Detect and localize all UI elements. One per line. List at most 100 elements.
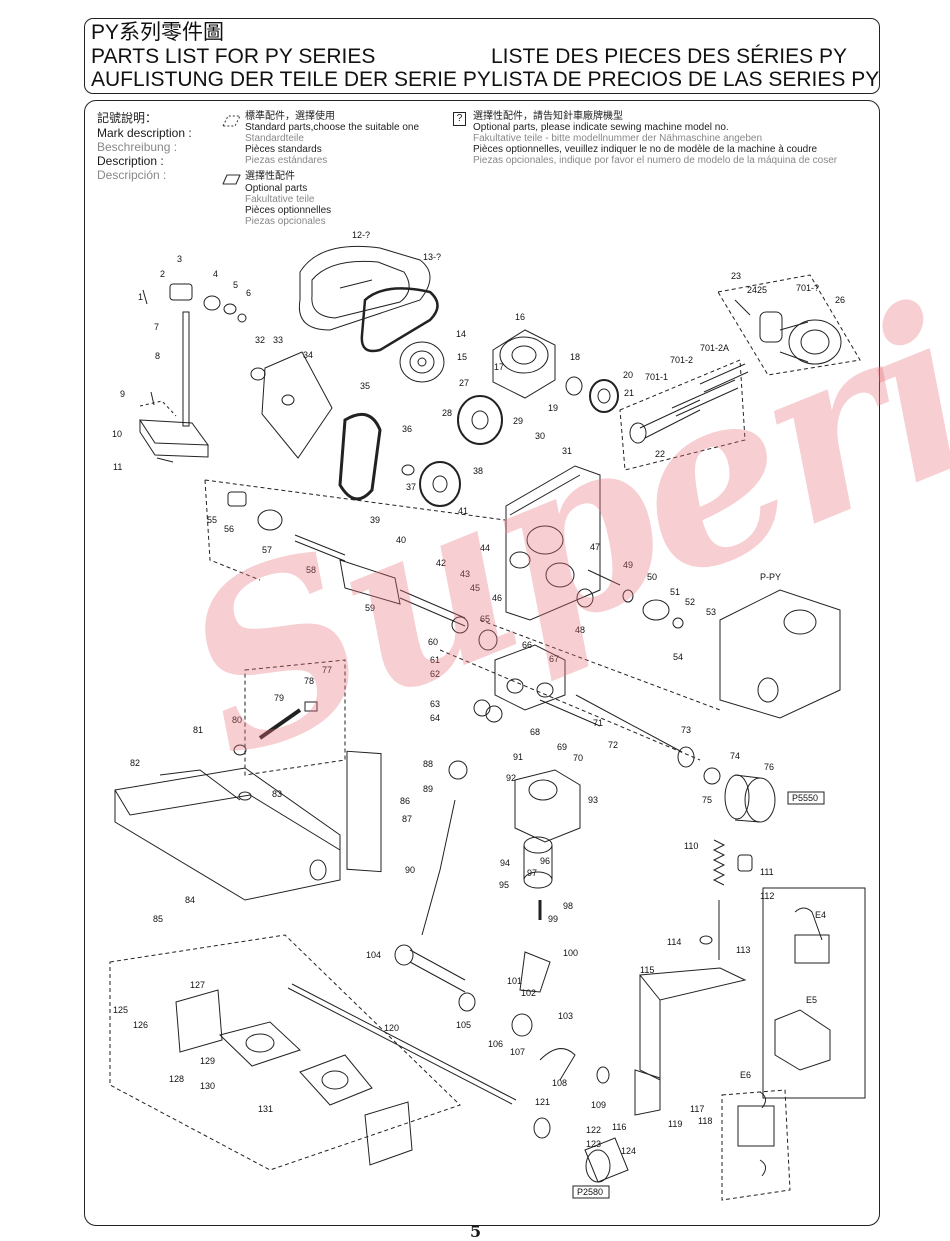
part-label-11: 11 — [113, 462, 122, 472]
part-label-110: 110 — [684, 841, 698, 851]
legend-optional-en: Optional parts — [245, 183, 308, 194]
part-label-17: 17 — [494, 362, 504, 372]
title-chinese: PY系列零件圖 — [91, 21, 225, 44]
p5550-text: P5550 — [792, 793, 818, 803]
roller-76 — [724, 774, 776, 823]
part-label-107: 107 — [510, 1047, 525, 1057]
part-label-102: 102 — [521, 988, 536, 998]
part-label-30: 30 — [535, 431, 545, 441]
part-label-21: 21 — [624, 388, 634, 398]
legend-standard-en: Standard parts,choose the suitable one — [245, 122, 420, 133]
part-label-58: 58 — [306, 565, 316, 575]
shaft-120 — [287, 987, 513, 1105]
part-label-94: 94 — [500, 858, 510, 868]
part-label-60: 60 — [428, 637, 438, 647]
p2580-text: P2580 — [577, 1187, 603, 1197]
part-label-76: 76 — [764, 762, 774, 772]
part-label-72: 72 — [608, 740, 618, 750]
shaft-104 — [394, 944, 466, 993]
legend-optional-fr: Pièces optionnelles — [245, 205, 332, 216]
gear-block-67 — [494, 644, 566, 711]
part-label-118: 118 — [698, 1116, 712, 1126]
washer-36 — [401, 464, 415, 476]
legend-standard-de: Standardteile — [245, 133, 304, 144]
part-label-65: 65 — [480, 614, 490, 624]
left-bracket-assembly — [139, 283, 247, 463]
spindle-assembly — [227, 491, 469, 634]
part-label-32: 32 — [255, 335, 265, 345]
legend-standard-zh: 標準配件，選擇使用 — [245, 111, 335, 122]
part-label-125: 125 — [113, 1005, 128, 1015]
part-label-3: 3 — [177, 254, 182, 264]
part-number-labels: 123456789101112-?13-?1415161718192021222… — [112, 230, 845, 1156]
part-label-122: 122 — [586, 1125, 601, 1135]
bearing-65 — [478, 629, 498, 651]
part-label-5: 5 — [233, 280, 238, 290]
boxed-label-p2580: P2580 — [572, 1185, 610, 1199]
part-label-92: 92 — [506, 773, 516, 783]
part-label-104: 104 — [366, 950, 381, 960]
part-label-34: 34 — [303, 350, 313, 360]
part-label-py: P-PY — [760, 572, 781, 582]
part-label-115: 115 — [640, 965, 654, 975]
knob-114 — [699, 935, 713, 945]
part-label-22: 22 — [655, 449, 665, 459]
part-label-39: 39 — [370, 515, 380, 525]
part-label-100: 100 — [563, 948, 578, 958]
part-label-77: 77 — [322, 665, 332, 675]
switch-e5 — [774, 1009, 831, 1071]
legend-standard-fr: Pièces standards — [245, 144, 322, 155]
mounting-plate-34 — [250, 351, 333, 459]
legend-model-fr: Pièces optionnelles, veuillez indiquer l… — [473, 144, 818, 155]
part-label-90: 90 — [405, 865, 415, 875]
gear-28 — [457, 395, 503, 445]
switch-e4 — [794, 907, 830, 964]
part-label-93: 93 — [588, 795, 598, 805]
legend-optional-de: Fakultative teile — [245, 194, 315, 205]
part-label-4: 4 — [213, 269, 218, 279]
bracket-kit-outline — [109, 934, 461, 1171]
side-plate-31 — [505, 465, 601, 621]
part-label-114: 114 — [667, 937, 681, 947]
mark-desc-zh: 記號說明： — [97, 111, 158, 125]
part-label-29: 29 — [513, 416, 523, 426]
bracket-100 — [519, 951, 551, 993]
bearing-48 — [576, 588, 594, 608]
lever-90 — [421, 799, 456, 936]
flange-50 — [642, 599, 670, 621]
part-label-121: 121 — [535, 1097, 550, 1107]
part-label-51: 51 — [670, 587, 680, 597]
legend-optional-es: Piezas opcionales — [245, 216, 326, 227]
bearing-73 — [677, 746, 695, 768]
part-label-112: 112 — [760, 891, 774, 901]
part-label-85: 85 — [153, 914, 163, 924]
clutch-housing — [492, 329, 556, 399]
part-label-103: 103 — [558, 1011, 573, 1021]
part-label-53: 53 — [706, 607, 716, 617]
question-box-icon: ? — [453, 112, 466, 126]
part-label-111: 111 — [760, 867, 774, 877]
part-label-113: 113 — [736, 945, 750, 955]
column-bracket-115 — [634, 967, 747, 1116]
part-label-38: 38 — [473, 466, 483, 476]
cap-111 — [737, 854, 753, 872]
part-label-73: 73 — [681, 725, 691, 735]
part-label-83: 83 — [272, 789, 282, 799]
part-label-131: 131 — [258, 1104, 273, 1114]
part-label-54: 54 — [673, 652, 683, 662]
legend-model-de: Fakultative teile - bitte modellnummer d… — [473, 133, 763, 144]
part-label-74: 74 — [730, 751, 740, 761]
part-label-52: 52 — [685, 597, 695, 607]
part-label-117: 117 — [690, 1104, 704, 1114]
part-label-47: 47 — [590, 542, 600, 552]
part-label-7: 7 — [154, 322, 159, 332]
part-label-33: 33 — [273, 335, 283, 345]
motor-p-py — [719, 589, 841, 719]
part-label-80: 80 — [232, 715, 242, 725]
part-label-40: 40 — [396, 535, 406, 545]
part-label-23: 23 — [731, 271, 741, 281]
part-label-55: 55 — [207, 515, 217, 525]
title-header: PY系列零件圖 PARTS LIST FOR PY SERIES AUFLIST… — [84, 18, 880, 94]
shaft-701-set — [619, 359, 749, 471]
part-label-108: 108 — [552, 1078, 567, 1088]
